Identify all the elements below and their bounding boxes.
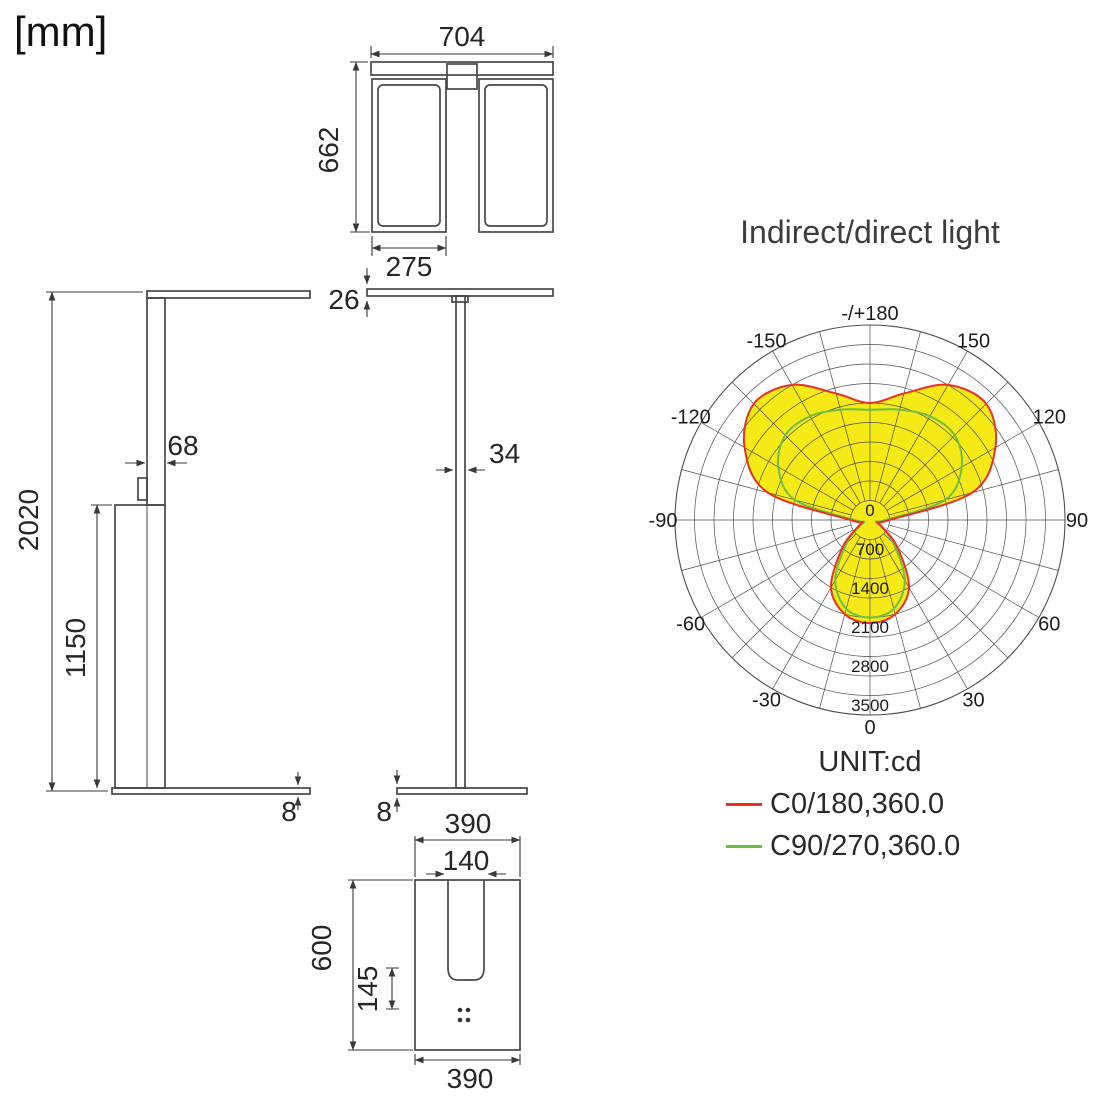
dim-head-thickness: 26 [328, 284, 359, 315]
side-view-base-plate [111, 787, 311, 795]
polar-spoke [879, 536, 968, 690]
angle-tick-label: -/+180 [841, 303, 898, 325]
intensity-curve [776, 408, 964, 619]
polar-spoke [731, 381, 857, 507]
polar-unit-label: UNIT:cd [818, 746, 922, 778]
dim-base-length: 600 [306, 925, 337, 972]
extension-lines-662 [350, 61, 370, 233]
radial-tick-label: 2800 [851, 657, 889, 676]
dim-top-height: 662 [313, 127, 344, 174]
angle-tick-label: -120 [671, 407, 711, 429]
angle-tick-label: 0 [864, 717, 875, 739]
polar-spoke [883, 381, 1009, 507]
front-view-pole [455, 295, 466, 789]
polar-intensity-diagram: 0 700 1400 2100 2800 3500 0 30 60 90 120 150 -/+180 -… [649, 303, 1089, 739]
polar-chart-title: Indirect/direct light [740, 214, 1000, 250]
side-view-knob [137, 477, 148, 501]
polar-spoke [772, 350, 861, 504]
radial-tick-label: 1400 [851, 579, 889, 598]
base-plate-slot [447, 880, 485, 981]
polar-spoke [700, 529, 854, 618]
dim-base-width-top: 390 [445, 808, 492, 839]
polar-spoke [819, 331, 866, 502]
legend-label-c0: C0/180,360.0 [770, 788, 945, 820]
polar-spoke [879, 350, 968, 504]
base-plan-view: 390 140 600 145 390 [306, 808, 521, 1094]
dim-base-thickness-front: 8 [376, 796, 392, 827]
front-view-head [366, 288, 554, 297]
front-view: 26 34 8 [328, 268, 554, 827]
legend-item-c0: C0/180,360.0 [726, 788, 960, 821]
angle-tick-label: -150 [746, 331, 786, 353]
unit-note: [mm] [14, 8, 108, 55]
radial-tick-label: 0 [865, 501, 874, 520]
dim-total-height: 2020 [13, 489, 44, 551]
dim-panel-width: 275 [386, 251, 433, 282]
dim-base-thickness-side: 8 [281, 796, 297, 827]
radial-tick-label: 3500 [851, 696, 889, 715]
polar-legend: C0/180,360.0 C90/270,360.0 [726, 788, 960, 872]
polar-spoke [883, 533, 1009, 659]
polar-spoke [874, 538, 921, 709]
side-view-column [114, 504, 166, 789]
front-view-base-plate [396, 787, 528, 795]
polar-spoke [886, 422, 1040, 511]
top-view-right-panel [478, 78, 554, 233]
polar-spoke [888, 524, 1059, 571]
polar-spoke [700, 422, 854, 511]
legend-swatch-c0 [726, 803, 762, 806]
angle-tick-label: 60 [1038, 614, 1060, 636]
angle-tick-label: -30 [752, 689, 781, 711]
dim-base-width-bottom: 390 [447, 1063, 494, 1094]
radial-tick-label: 700 [856, 540, 884, 559]
dim-column-height: 1150 [60, 618, 91, 678]
base-dot [465, 1017, 471, 1023]
angle-tick-label: -60 [676, 614, 705, 636]
polar-spoke [772, 536, 861, 690]
polar-spoke [681, 524, 852, 571]
intensity-fill [777, 409, 963, 618]
intensity-curve [742, 383, 998, 625]
angle-tick-label: 90 [1066, 510, 1088, 532]
legend-swatch-c90 [726, 845, 762, 848]
extension-lines-2020 [46, 291, 143, 792]
angle-tick-label: 30 [962, 689, 984, 711]
dim-pole-depth: 68 [167, 430, 198, 461]
polar-spoke [874, 331, 921, 502]
base-dot [457, 1017, 463, 1023]
polar-fill [743, 384, 997, 624]
base-plate-outline [414, 879, 521, 1051]
dim-top-width: 704 [439, 21, 486, 52]
polar-spoke [731, 533, 857, 659]
top-view: 704 662 275 [313, 21, 554, 282]
extension-lines-600 [348, 879, 413, 1051]
legend-label-c90: C90/270,360.0 [770, 830, 961, 862]
top-view-left-panel [371, 78, 447, 233]
side-view-head [146, 290, 311, 299]
side-view: 2020 1150 68 8 [13, 290, 311, 827]
angle-tick-label: 150 [957, 331, 990, 353]
legend-item-c90: C90/270,360.0 [726, 830, 960, 863]
polar-grid [674, 324, 1066, 716]
base-dot [457, 1007, 463, 1013]
polar-spoke [886, 529, 1040, 618]
side-view-pole-upper [146, 297, 166, 506]
top-view-right-panel-inner [484, 84, 548, 227]
polar-axis-labels: 0 700 1400 2100 2800 3500 0 30 60 90 120 150 -/+180 -… [649, 303, 1089, 739]
angle-tick-label: -90 [649, 510, 678, 532]
radial-tick-label: 2100 [851, 618, 889, 637]
dim-slot-depth: 145 [352, 966, 383, 1013]
dim-slot-width: 140 [443, 845, 490, 876]
top-view-center-bracket [446, 63, 478, 90]
top-view-arm [370, 61, 554, 76]
polar-curves [742, 383, 998, 625]
angle-tick-label: 120 [1033, 407, 1066, 429]
dim-pole-width: 34 [489, 438, 520, 469]
polar-spoke [819, 538, 866, 709]
base-dot [465, 1007, 471, 1013]
top-view-left-panel-inner [377, 84, 441, 227]
